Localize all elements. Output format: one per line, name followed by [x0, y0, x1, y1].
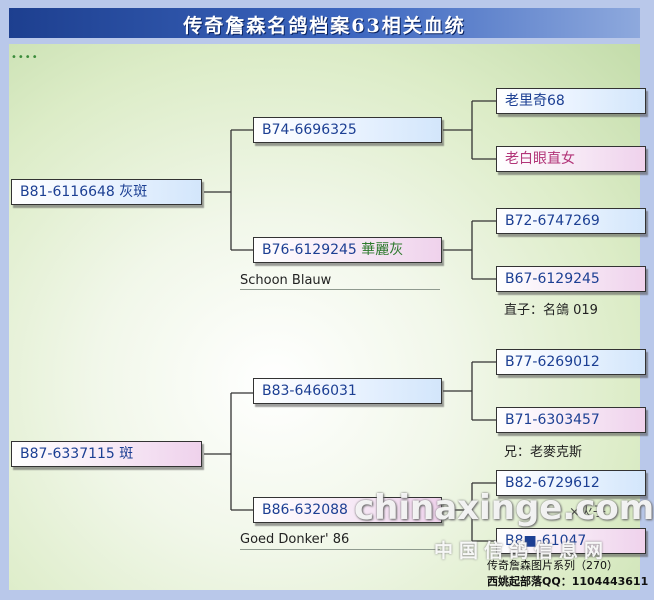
title-bar: 传奇詹森名鸽档案63相关血统: [9, 8, 640, 38]
note-schoon-blauw: Schoon Blauw: [240, 273, 332, 288]
pedigree-node-gen2-4: B86-632088: [253, 497, 442, 523]
ring-number: B82-6729612: [505, 475, 600, 491]
pedigree-node-gen3-5: B77-6269012: [496, 349, 646, 375]
ring-number: B72-6747269: [505, 213, 600, 229]
ring-number: 老里奇68: [505, 93, 565, 109]
pedigree-node-gen3-6: B71-6303457: [496, 407, 646, 433]
pedigree-node-gen1-bottom: B87-6337115 斑: [11, 441, 202, 467]
ring-number: B77-6269012: [505, 354, 600, 370]
ring-number: B67-6129245: [505, 271, 600, 287]
ring-number: B83-6466031: [262, 383, 357, 399]
decorative-dots: ••••: [11, 52, 39, 63]
note-goed-donker: Goed Donker' 86: [240, 532, 350, 547]
pedigree-node-gen2-2: B76-6129245 華麗灰: [253, 237, 442, 263]
watermark-cn: 中国信鸽信息网: [434, 540, 610, 562]
ring-number: B87-6337115: [20, 446, 115, 462]
pedigree-connector-lines: [204, 100, 496, 542]
ring-number: B86-632088: [262, 502, 348, 518]
ring-number: B81-6116648: [20, 184, 115, 200]
color-note: 灰斑: [119, 184, 148, 200]
pedigree-panel: ••••: [9, 44, 654, 590]
pedigree-node-gen3-2: 老白眼直女: [496, 146, 646, 172]
qq-caption: 西姚起部落QQ：1104443611: [487, 575, 649, 588]
color-note: 華麗灰: [361, 242, 404, 258]
pedigree-node-gen2-1: B74-6696325: [253, 117, 442, 143]
color-note: 斑: [119, 446, 134, 462]
page-title: 传奇詹森名鸽档案63相关血统: [183, 15, 466, 37]
pedigree-node-gen2-3: B83-6466031: [253, 378, 442, 404]
pedigree-node-gen3-3: B72-6747269: [496, 208, 646, 234]
ring-number: B74-6696325: [262, 122, 357, 138]
note-underline: [240, 549, 440, 550]
pedigree-node-gen1-top: B81-6116648 灰斑: [11, 179, 202, 205]
series-caption: 传奇詹森图片系列（270）: [487, 559, 618, 572]
note-partial: ×火子: [569, 505, 606, 520]
pedigree-node-gen3-1: 老里奇68: [496, 88, 646, 114]
ring-number: B71-6303457: [505, 412, 600, 428]
pedigree-node-gen3-7: B82-6729612: [496, 470, 646, 496]
note-underline: [240, 289, 440, 290]
watermark-site: chinaxinge.com: [354, 488, 654, 528]
pedigree-node-gen3-8: B8■-61047: [496, 528, 646, 554]
ring-number: B76-6129245: [262, 242, 357, 258]
note-brother: 兄：老麥克斯: [504, 445, 583, 460]
ring-number: B8■-61047: [505, 533, 587, 549]
note-son: 直子：名鴿 019: [504, 303, 598, 318]
pedigree-node-gen3-4: B67-6129245: [496, 266, 646, 292]
ring-number: 老白眼直女: [505, 151, 575, 167]
